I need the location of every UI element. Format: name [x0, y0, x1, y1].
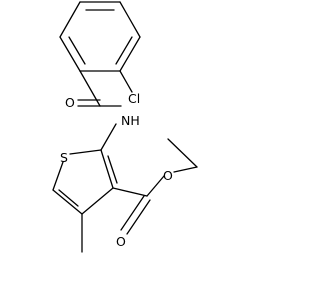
bond [69, 149, 102, 155]
bond [100, 123, 117, 151]
bond [173, 166, 198, 173]
atom-nh-label: NH [121, 113, 140, 128]
bond-ester-c-o [120, 195, 145, 231]
bond [58, 189, 79, 207]
bond [119, 36, 141, 72]
thiophene-ring [52, 149, 118, 215]
bond [52, 161, 64, 191]
bond [112, 187, 148, 197]
structure-diagram: Cl NH O S O O [52, 1, 198, 253]
bond [107, 155, 118, 184]
atom-o-amide-label: O [65, 95, 75, 110]
bond [59, 36, 81, 72]
bond [81, 187, 114, 215]
bond [119, 1, 141, 38]
bond [59, 1, 81, 38]
atom-o-ester-ether-label: O [163, 168, 173, 183]
bond-ester-c-o [126, 199, 151, 235]
bond-c-cl [119, 70, 133, 93]
molecule-canvas: Cl NH O S O O [52, 1, 198, 253]
bond [52, 189, 83, 215]
atom-o-ester-carbonyl-label: O [116, 234, 126, 249]
atom-cl-label: Cl [128, 91, 140, 106]
bond [146, 175, 165, 197]
aromatic-inner-bond [115, 36, 133, 65]
aromatic-inner-bond [68, 36, 86, 65]
bond [100, 149, 114, 189]
benzene-ring [59, 1, 141, 72]
bond [79, 70, 101, 107]
atom-s-label: S [60, 150, 68, 165]
bond [167, 138, 198, 168]
